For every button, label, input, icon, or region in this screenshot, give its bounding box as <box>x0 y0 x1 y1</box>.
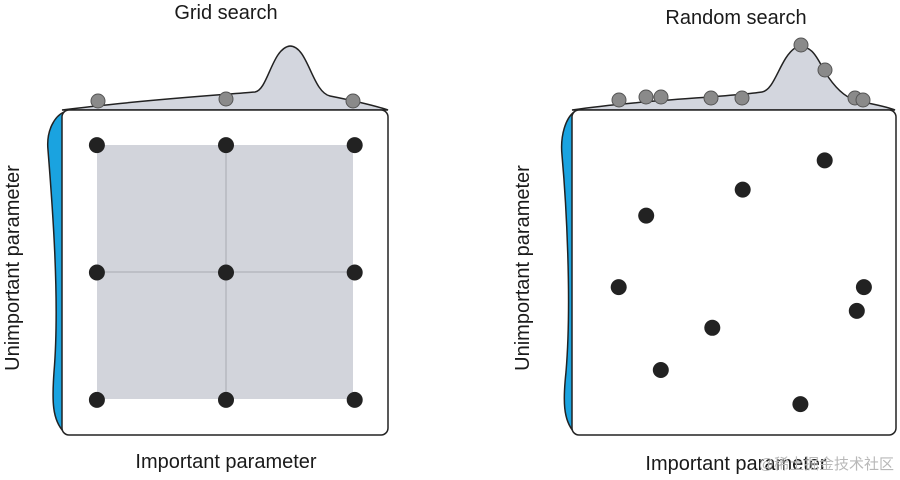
grid-sample-point <box>218 391 234 408</box>
grid-sample-point <box>88 264 105 281</box>
random-plot-frame <box>571 109 897 436</box>
random-side-density-curve <box>560 110 575 434</box>
random-sample-point <box>704 319 721 336</box>
random-marginal-point <box>793 37 809 53</box>
grid-sample-point <box>218 137 234 154</box>
random-sample-point <box>816 152 833 169</box>
random-marginal-point <box>703 90 719 106</box>
random-sample-point <box>792 396 809 413</box>
random-y-axis-label: Unimportant parameter <box>512 165 534 371</box>
grid-points-group <box>88 137 363 408</box>
random-marginal-point <box>653 89 669 105</box>
grid-sample-point <box>88 137 105 154</box>
random-marginal-point <box>734 90 750 106</box>
grid-sample-point <box>218 264 234 281</box>
grid-side-density-curve <box>46 110 65 434</box>
watermark-text: @稀土掘金技术社区 <box>759 456 894 473</box>
random-marginal-point <box>855 92 871 108</box>
random-sample-point <box>848 302 865 319</box>
random-points-group <box>610 152 872 413</box>
grid-marginal-point <box>218 91 234 107</box>
grid-x-axis-label: Important parameter <box>135 451 317 473</box>
grid-sample-point <box>88 391 105 408</box>
grid-search-panel: Grid search Important parameter Unimport… <box>2 2 389 473</box>
grid-sample-point <box>346 391 363 408</box>
grid-y-axis-label: Unimportant parameter <box>2 165 24 371</box>
random-sample-point <box>610 279 627 296</box>
random-marginal-point <box>611 92 627 108</box>
random-sample-point <box>855 279 872 296</box>
random-sample-point <box>638 207 655 224</box>
random-x-axis-label: Important parameter <box>645 453 827 475</box>
grid-marginal-point <box>90 93 106 109</box>
grid-sample-point <box>346 137 363 154</box>
grid-top-density-curve <box>61 45 389 111</box>
grid-marginal-point <box>345 93 361 109</box>
grid-sample-point <box>346 264 363 281</box>
random-marginal-point <box>817 62 833 78</box>
grid-search-title: Grid search <box>174 2 277 24</box>
random-search-panel: Random search Important parameter Unimpo… <box>512 7 897 475</box>
random-sample-point <box>652 362 669 378</box>
random-marginal-point <box>638 89 654 105</box>
random-sample-point <box>734 181 751 198</box>
random-search-title: Random search <box>665 7 806 29</box>
